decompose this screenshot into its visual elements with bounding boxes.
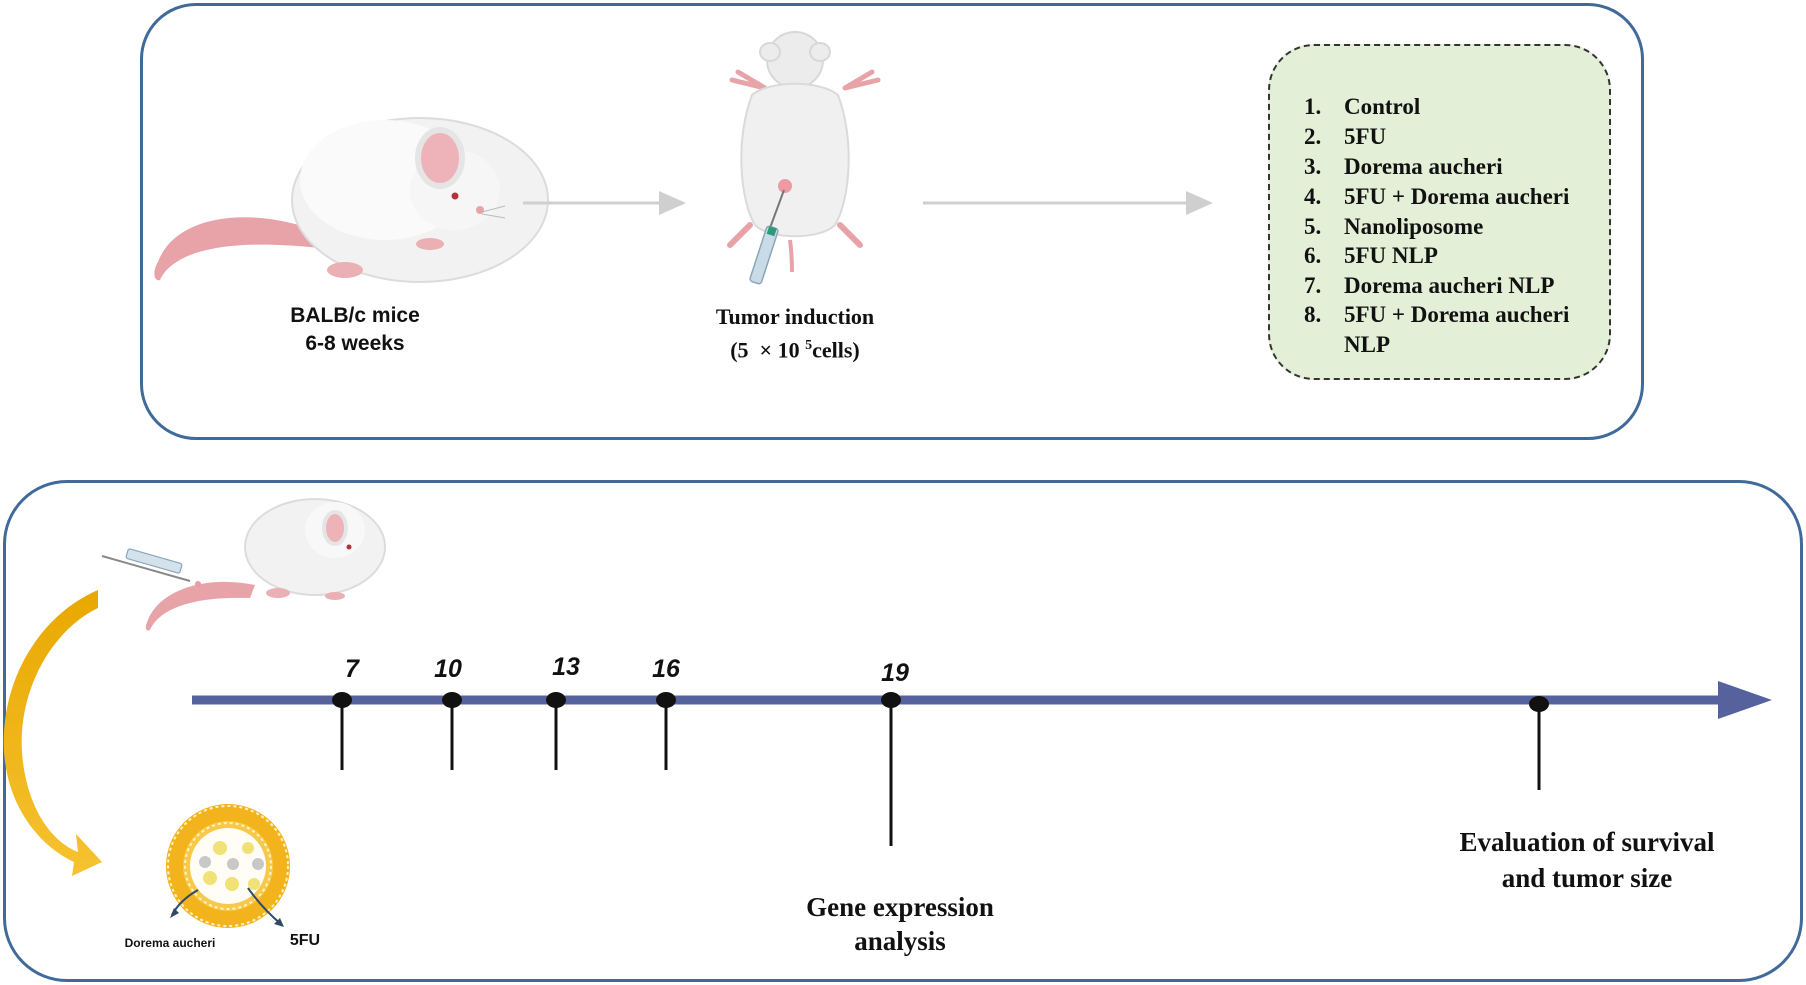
- tumor-caption-superscript: 5: [805, 338, 813, 353]
- day-label-19: 19: [881, 659, 909, 687]
- timeline-arrowhead: [1718, 681, 1772, 719]
- mice-caption-line1: BALB/c mice: [290, 304, 420, 327]
- liposome-label-dorema: Dorema aucheri: [124, 936, 216, 950]
- tick-day-10: [442, 692, 462, 770]
- tumor-caption-prefix: (5 × 10: [730, 337, 806, 363]
- gene-expression-line1: Gene expression: [806, 892, 994, 922]
- liposome-icon: [166, 804, 290, 928]
- tick-day-13: [546, 692, 566, 770]
- tumor-mouse-icon: [727, 31, 881, 285]
- mice-caption: BALB/c mice 6-8 weeks: [270, 302, 440, 358]
- liposome-label-5fu: 5FU: [289, 932, 321, 949]
- timeline-ticks: [332, 692, 1549, 846]
- evaluation-line2: and tumor size: [1501, 863, 1673, 893]
- tumor-caption-suffix: cells): [812, 337, 860, 363]
- day-label-13: 13: [552, 653, 580, 681]
- tick-evaluation: [1529, 696, 1549, 790]
- evaluation-caption: Evaluation of survival and tumor size: [1420, 824, 1754, 896]
- tick-day-16: [656, 692, 676, 770]
- tumor-caption-line2: (5 × 10 5cells): [690, 331, 900, 364]
- gene-expression-caption: Gene expression analysis: [780, 890, 1020, 958]
- gene-expression-line2: analysis: [854, 926, 946, 956]
- day-label-10: 10: [434, 655, 462, 683]
- curved-arrow: [3, 590, 103, 876]
- mice-caption-line2: 6-8 weeks: [305, 332, 405, 355]
- day-label-16: 16: [652, 655, 680, 683]
- day-label-7: 7: [345, 655, 359, 683]
- evaluation-line1: Evaluation of survival: [1459, 827, 1715, 857]
- mouse-icon: [154, 117, 549, 283]
- tumor-caption-line1: Tumor induction: [715, 304, 875, 329]
- tumor-caption: Tumor induction (5 × 10 5cells): [690, 302, 900, 364]
- tick-day-7: [332, 692, 352, 770]
- tick-day-19: [881, 692, 901, 846]
- treatment-groups-box: 1.Control 2.5FU 3.Dorema aucheri 4.5FU +…: [1268, 44, 1611, 380]
- injection-mouse-icon: [101, 498, 386, 631]
